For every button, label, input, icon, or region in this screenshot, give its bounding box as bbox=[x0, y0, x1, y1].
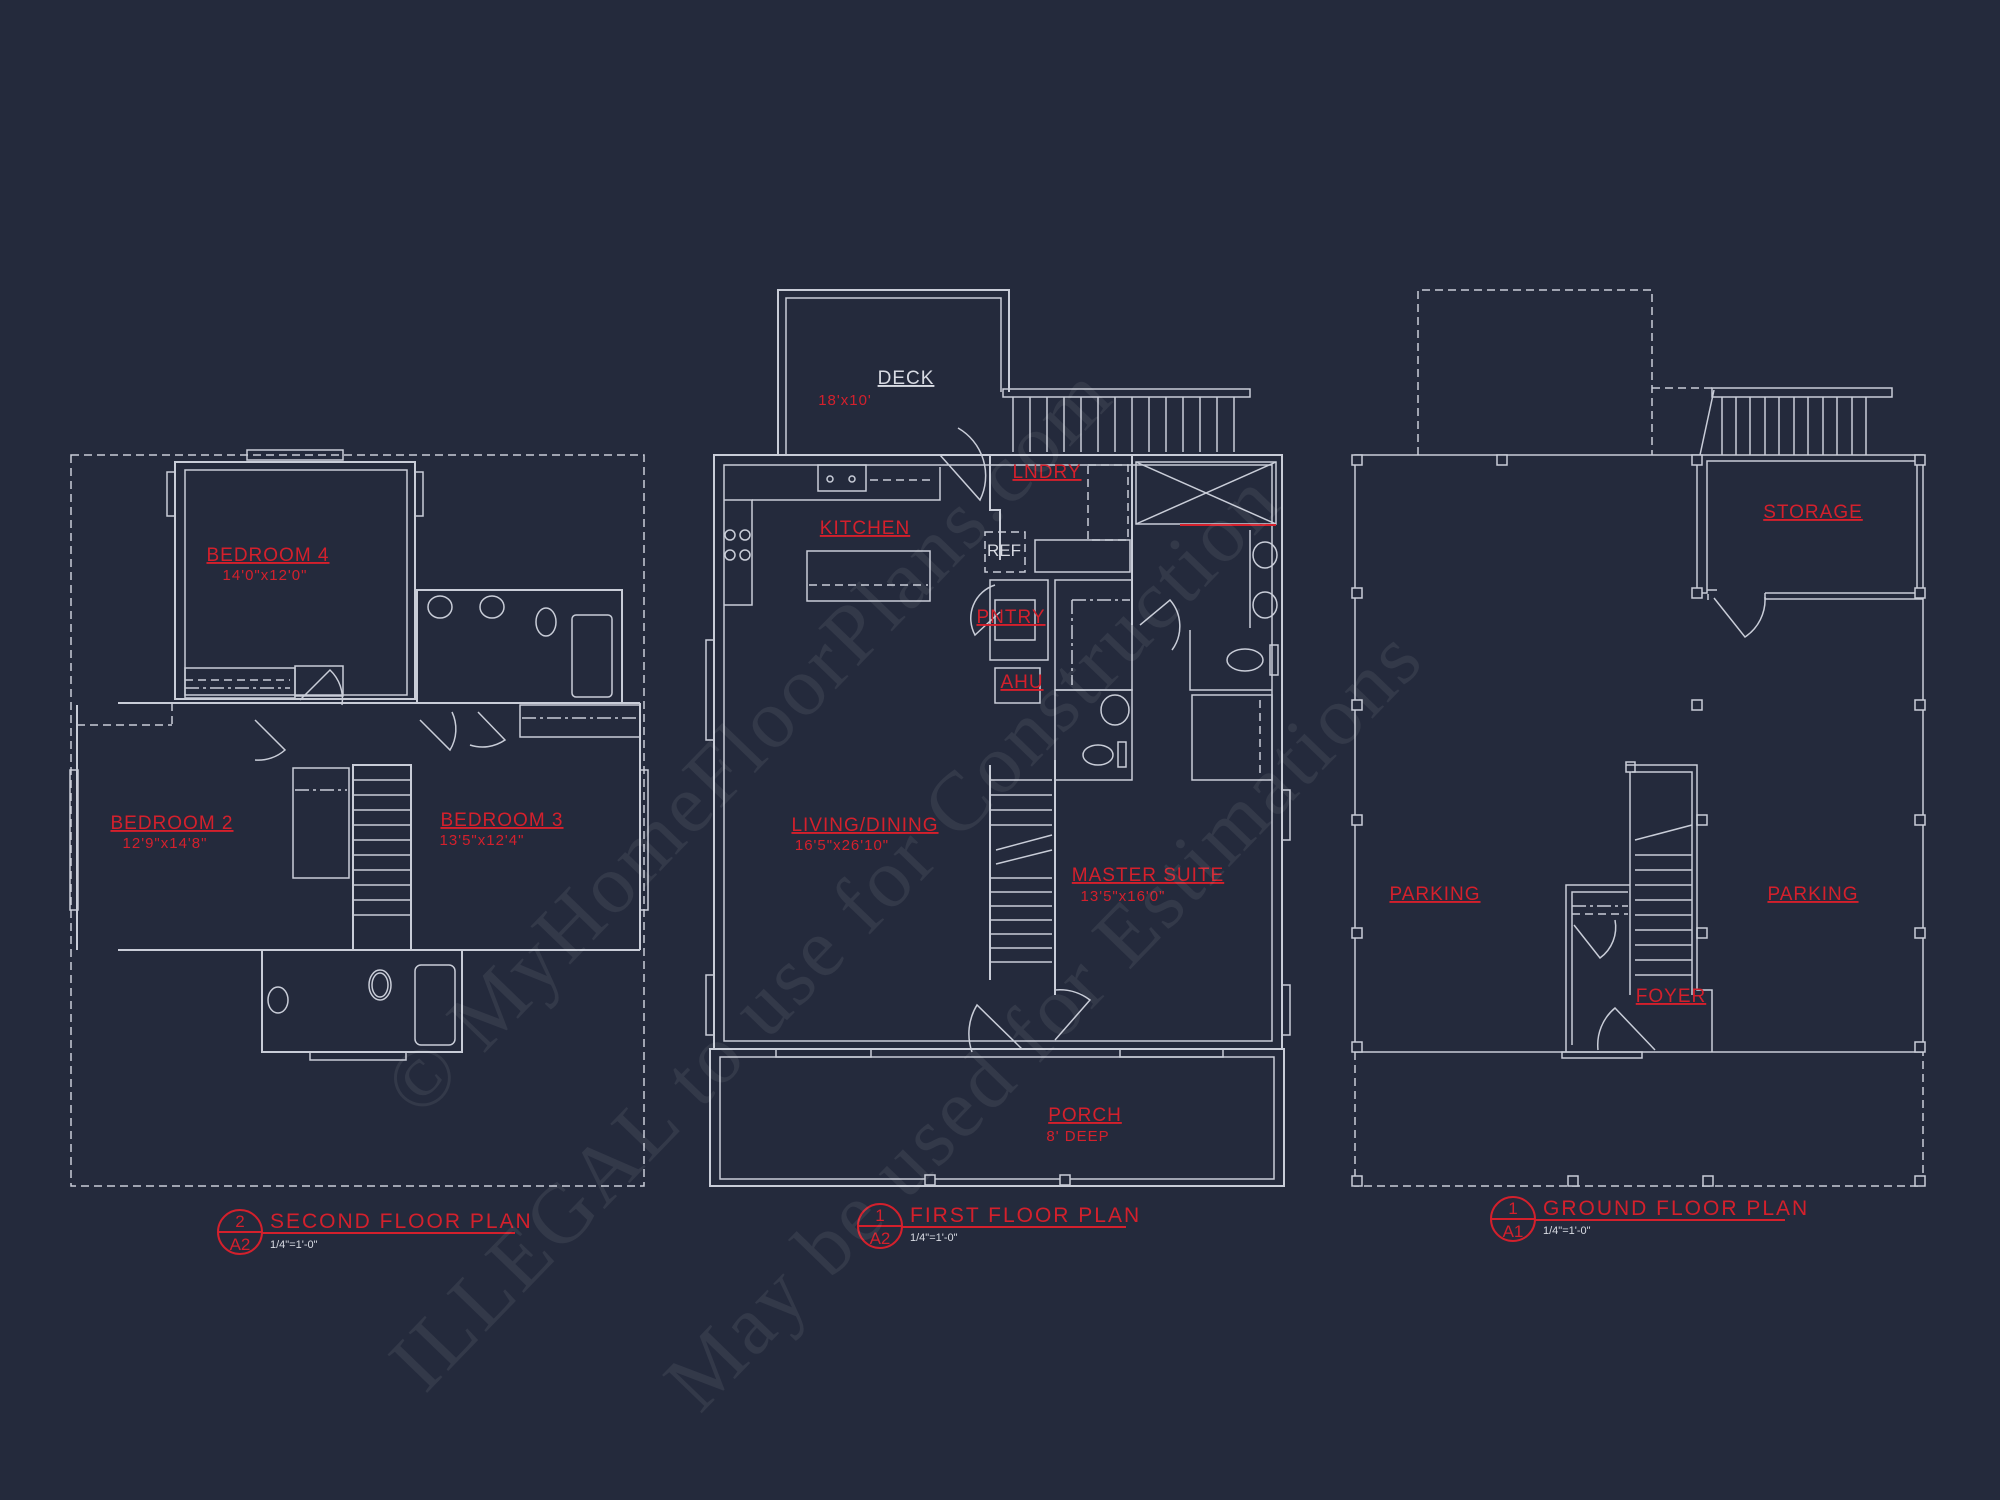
title-block-second-floor: 2 A2 SECOND FLOOR PLAN 1/4"=1'-0" bbox=[217, 1209, 533, 1255]
ground-floor-plan: STORAGE PARKING PARKING FOYER 1 A1 GROUN… bbox=[1351, 289, 1926, 1242]
room-label-bedroom-3: BEDROOM 3 bbox=[440, 810, 563, 831]
room-size-deck: 18'x10' bbox=[818, 392, 872, 409]
room-label-bedroom-4: BEDROOM 4 bbox=[206, 545, 329, 566]
label-refrigerator: REF bbox=[987, 541, 1021, 560]
plan-scale: 1/4"=1'-0" bbox=[270, 1239, 318, 1251]
exterior-stair-treads bbox=[1721, 397, 1867, 455]
plan-title: FIRST FLOOR PLAN bbox=[910, 1204, 1141, 1227]
room-label-laundry: LNDRY bbox=[1012, 462, 1081, 483]
room-size-bedroom-2: 12'9"x14'8" bbox=[123, 835, 208, 852]
plan-scale: 1/4"=1'-0" bbox=[1543, 1225, 1591, 1237]
title-block-first-floor: 1 A2 FIRST FLOOR PLAN 1/4"=1'-0" bbox=[857, 1203, 1141, 1249]
room-label-master-suite: MASTER SUITE bbox=[1072, 865, 1224, 886]
detail-number: 1 bbox=[1508, 1199, 1517, 1218]
room-size-bedroom-4: 14'0"x12'0" bbox=[223, 567, 308, 584]
window bbox=[246, 449, 344, 461]
door bbox=[939, 427, 987, 502]
room-size-living-dining: 16'5"x26'10" bbox=[795, 837, 889, 854]
title-block-ground-floor: 1 A1 GROUND FLOOR PLAN 1/4"=1'-0" bbox=[1490, 1196, 1809, 1242]
room-size-bedroom-3: 13'5"x12'4" bbox=[440, 832, 525, 849]
stair-treads bbox=[353, 779, 411, 916]
room-label-kitchen: KITCHEN bbox=[820, 518, 910, 539]
plan-scale: 1/4"=1'-0" bbox=[910, 1232, 958, 1244]
room-label-living-dining: LIVING/DINING bbox=[791, 815, 938, 836]
first-floor-plan: DECK 18'x10' KITCHEN LNDRY REF PNTRY AHU… bbox=[705, 289, 1291, 1249]
room-label-pantry: PNTRY bbox=[976, 607, 1045, 628]
room-label-parking-right: PARKING bbox=[1767, 884, 1858, 905]
sheet-number: A2 bbox=[230, 1235, 251, 1254]
sheet-number: A1 bbox=[1503, 1222, 1524, 1241]
sheet-number: A2 bbox=[870, 1229, 891, 1248]
room-label-storage: STORAGE bbox=[1763, 502, 1863, 523]
room-label-parking-left: PARKING bbox=[1389, 884, 1480, 905]
label-ahu: AHU bbox=[1000, 672, 1043, 693]
room-label-bedroom-2: BEDROOM 2 bbox=[110, 813, 233, 834]
plan-title: GROUND FLOOR PLAN bbox=[1543, 1197, 1809, 1220]
detail-number: 1 bbox=[875, 1206, 884, 1225]
kitchen-island bbox=[806, 550, 931, 602]
main-stair-treads bbox=[990, 779, 1053, 963]
room-label-porch: PORCH bbox=[1048, 1105, 1122, 1126]
plan-title: SECOND FLOOR PLAN bbox=[270, 1210, 533, 1233]
second-floor-plan: BEDROOM 4 14'0"x12'0" BEDROOM 2 12'9"x14… bbox=[69, 449, 649, 1255]
room-size-porch: 8' DEEP bbox=[1046, 1128, 1109, 1145]
room-label-deck: DECK bbox=[878, 368, 935, 389]
room-label-foyer: FOYER bbox=[1636, 986, 1706, 1007]
interior-stair-treads bbox=[1634, 824, 1693, 976]
deck-stair-treads bbox=[1012, 397, 1235, 452]
room-size-master-suite: 13'5"x16'0" bbox=[1081, 888, 1166, 905]
detail-number: 2 bbox=[235, 1212, 244, 1231]
